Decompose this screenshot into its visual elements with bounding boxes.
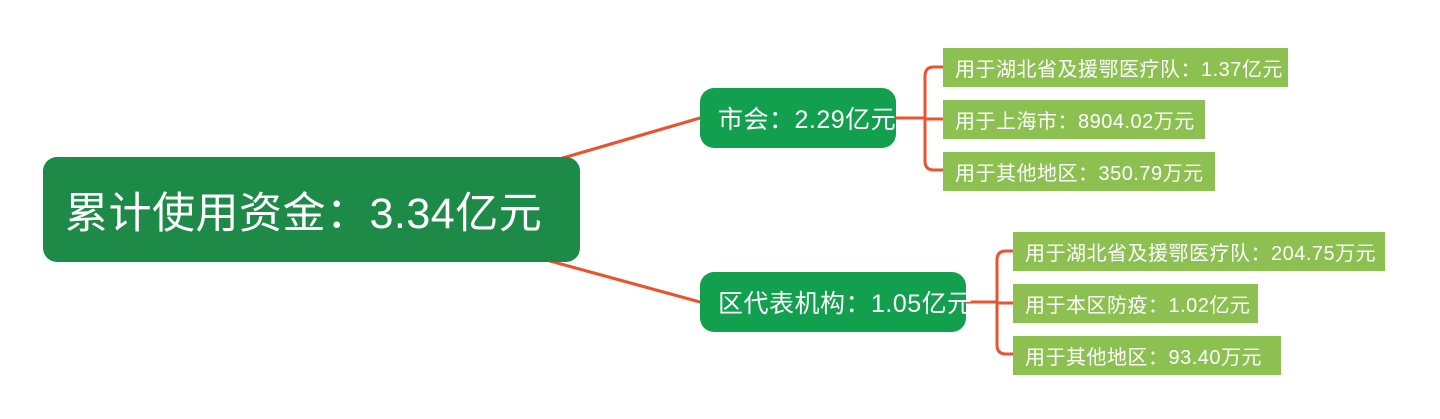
branch-node-shihui[interactable]: 市会：2.29亿元 [700, 88, 896, 148]
connector-root-to-branch-qudaibiao [548, 259, 702, 304]
leaf-node-hubei-medical-team-shihui[interactable]: 用于湖北省及援鄂医疗队：1.37亿元 [943, 48, 1288, 87]
connector-branch-shihui-bracket [923, 65, 943, 172]
leaf-node-other-regions-shihui[interactable]: 用于其他地区：350.79万元 [943, 152, 1215, 191]
connector-root-to-branch-shihui [554, 116, 702, 162]
leaf-node-shanghai-city[interactable]: 用于上海市：8904.02万元 [943, 100, 1205, 139]
leaf-node-hubei-medical-team-qudaibiao[interactable]: 用于湖北省及援鄂医疗队：204.75万元 [1013, 232, 1385, 271]
leaf-node-other-regions-qudaibiao[interactable]: 用于其他地区：93.40万元 [1013, 336, 1281, 375]
branch-node-qudaibiao[interactable]: 区代表机构：1.05亿元 [700, 272, 972, 332]
leaf-node-local-district-epidemic-prevention[interactable]: 用于本区防疫：1.02亿元 [1013, 284, 1258, 323]
root-node[interactable]: 累计使用资金：3.34亿元 [43, 157, 580, 262]
connector-branch-qudaibiao-bracket [995, 249, 1013, 356]
